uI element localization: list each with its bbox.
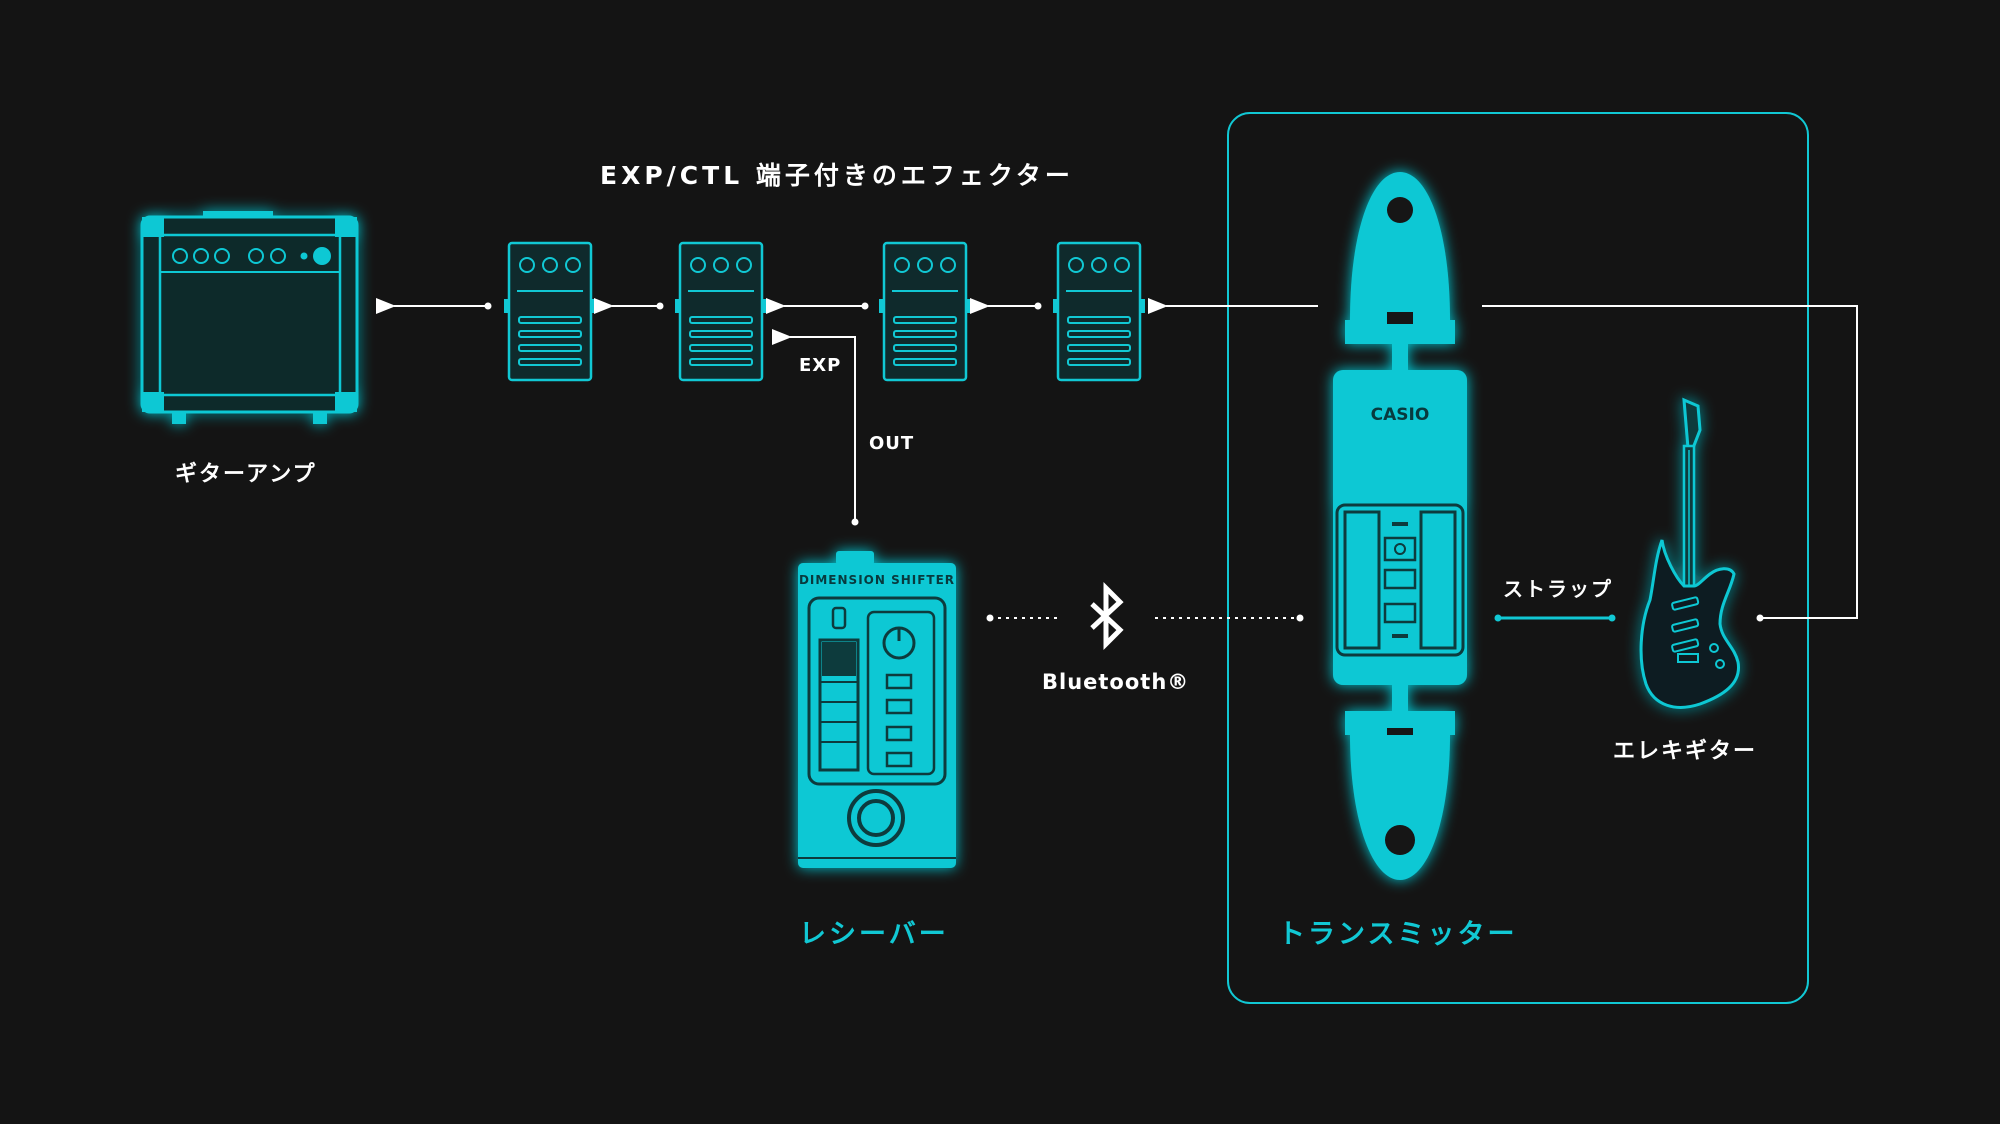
transmitter-brand: CASIO (1371, 405, 1430, 425)
transmitter-device (1333, 172, 1467, 880)
guitar-amp-label: ギターアンプ (175, 462, 317, 487)
bluetooth-label: Bluetooth® (1042, 670, 1190, 694)
exp-label: EXP (799, 355, 842, 376)
electric-guitar-icon (1639, 397, 1740, 709)
receiver-brand: DIMENSION SHIFTER (799, 573, 955, 587)
transmitter-frame (1227, 112, 1809, 1004)
effect-pedal-icon (502, 241, 598, 382)
receiver-label: レシーバー (799, 919, 949, 950)
receiver-device (798, 551, 956, 868)
strap-label: ストラップ (1503, 577, 1613, 601)
signal-lines (376, 298, 1858, 622)
effects-title: EXP/CTL 端子付きのエフェクター (600, 161, 1074, 190)
out-label: OUT (869, 433, 915, 454)
effect-pedal-icon (673, 241, 769, 382)
bluetooth-links (986, 614, 1304, 622)
effect-pedal-icon (877, 241, 973, 382)
electric-guitar-label: エレキギター (1613, 739, 1758, 764)
guitar-amp-icon (140, 211, 359, 424)
bluetooth-icon (1090, 581, 1124, 651)
strap-line (1494, 614, 1616, 622)
transmitter-label: トランスミッター (1278, 919, 1518, 950)
effect-pedal-icon (1051, 241, 1147, 382)
